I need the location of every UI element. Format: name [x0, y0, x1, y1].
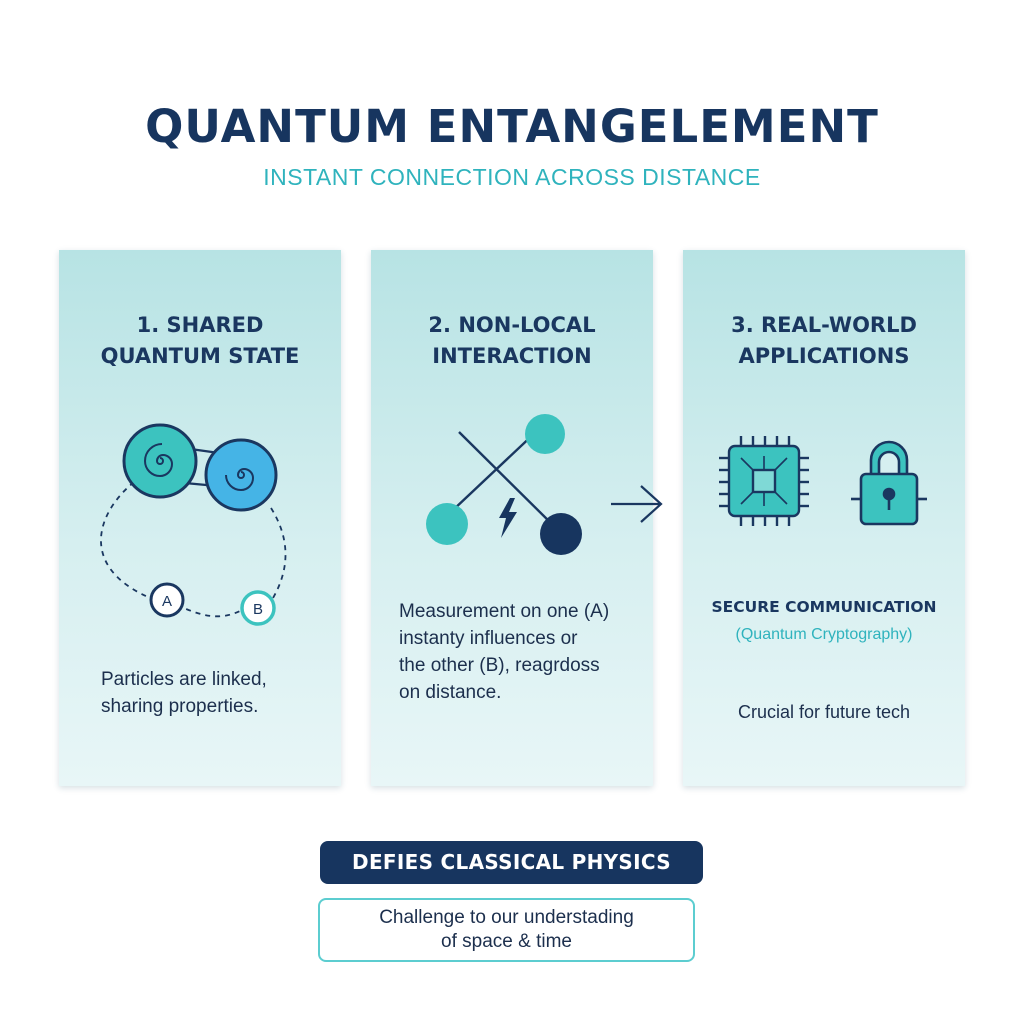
page-title: QUANTUM ENTANGELEMENT — [145, 100, 879, 153]
page-subtitle: INSTANT CONNECTION ACROSS DISTANCE — [263, 164, 761, 190]
particle-right-dark — [540, 513, 582, 555]
panel-1-text-line-2: sharing properties. — [101, 696, 259, 717]
panel-non-local-interaction: 2. NON-LOCAL INTERACTION Measurement on … — [371, 250, 663, 786]
lightning-icon — [499, 498, 517, 538]
particle-a-label: A — [162, 593, 172, 610]
panel-2-text-line-1: Measurement on one (A) — [399, 601, 610, 622]
microchip-icon — [719, 436, 809, 526]
panel-2-text-line-3: the other (B), reagrdoss — [399, 655, 600, 676]
spiral-icon — [122, 423, 198, 499]
particle-a-marker: A — [149, 582, 185, 618]
application-heading: SECURE COMMUNICATION — [711, 598, 937, 616]
particle-b-label: B — [253, 601, 263, 618]
interaction-line-1 — [458, 431, 563, 535]
entangled-particles-diagram: A B — [100, 423, 287, 626]
panel-1-title-line-1: 1. SHARED — [136, 313, 264, 337]
panel-3-title-line-2: APPLICATIONS — [738, 344, 910, 368]
panel-3-title-line-1: 3. REAL-WORLD — [731, 313, 917, 337]
panel-1-title-line-2: QUANTUM STATE — [100, 344, 300, 368]
challenge-note: Challenge to our understading of space &… — [318, 898, 695, 962]
panel-2-text-line-4: on distance. — [399, 682, 502, 703]
note-line-2: of space & time — [441, 931, 572, 952]
dashed-link-left — [100, 481, 156, 601]
particle-top-right — [525, 414, 565, 454]
panel-1-description: Particles are linked, sharing properties… — [101, 666, 321, 720]
panel-real-world-applications: 3. REAL-WORLD APPLICATIONS SECURE COMMUN… — [683, 250, 965, 786]
particle-b-marker: B — [240, 590, 276, 626]
note-line-1: Challenge to our understading — [379, 907, 634, 928]
non-local-interaction-diagram — [426, 414, 663, 555]
panel-2-title-line-1: 2. NON-LOCAL — [428, 313, 596, 337]
padlock-icon — [851, 440, 927, 526]
panel-3-title: 3. REAL-WORLD APPLICATIONS — [683, 310, 965, 372]
panel-2-title-line-2: INTERACTION — [432, 344, 592, 368]
panel-shared-quantum-state: 1. SHARED QUANTUM STATE A B Par — [59, 250, 341, 786]
applications-icons — [719, 436, 927, 526]
arrow-right-icon — [611, 485, 663, 523]
application-subheading: (Quantum Cryptography) — [735, 626, 913, 643]
application-footer: Crucial for future tech — [737, 702, 911, 722]
dashed-link-bottom — [176, 604, 243, 618]
particle-left — [426, 503, 468, 545]
spiral-icon — [204, 438, 278, 512]
panel-2-text-line-2: instanty influences or — [399, 628, 578, 649]
panel-2-title: 2. NON-LOCAL INTERACTION — [371, 310, 653, 372]
panel-2-description: Measurement on one (A) instanty influenc… — [399, 598, 639, 706]
panel-1-text-line-1: Particles are linked, — [101, 669, 267, 690]
dashed-link-right — [270, 507, 287, 599]
classical-physics-banner: DEFIES CLASSICAL PHYSICS — [320, 841, 703, 884]
panel-1-title: 1. SHARED QUANTUM STATE — [59, 310, 341, 372]
